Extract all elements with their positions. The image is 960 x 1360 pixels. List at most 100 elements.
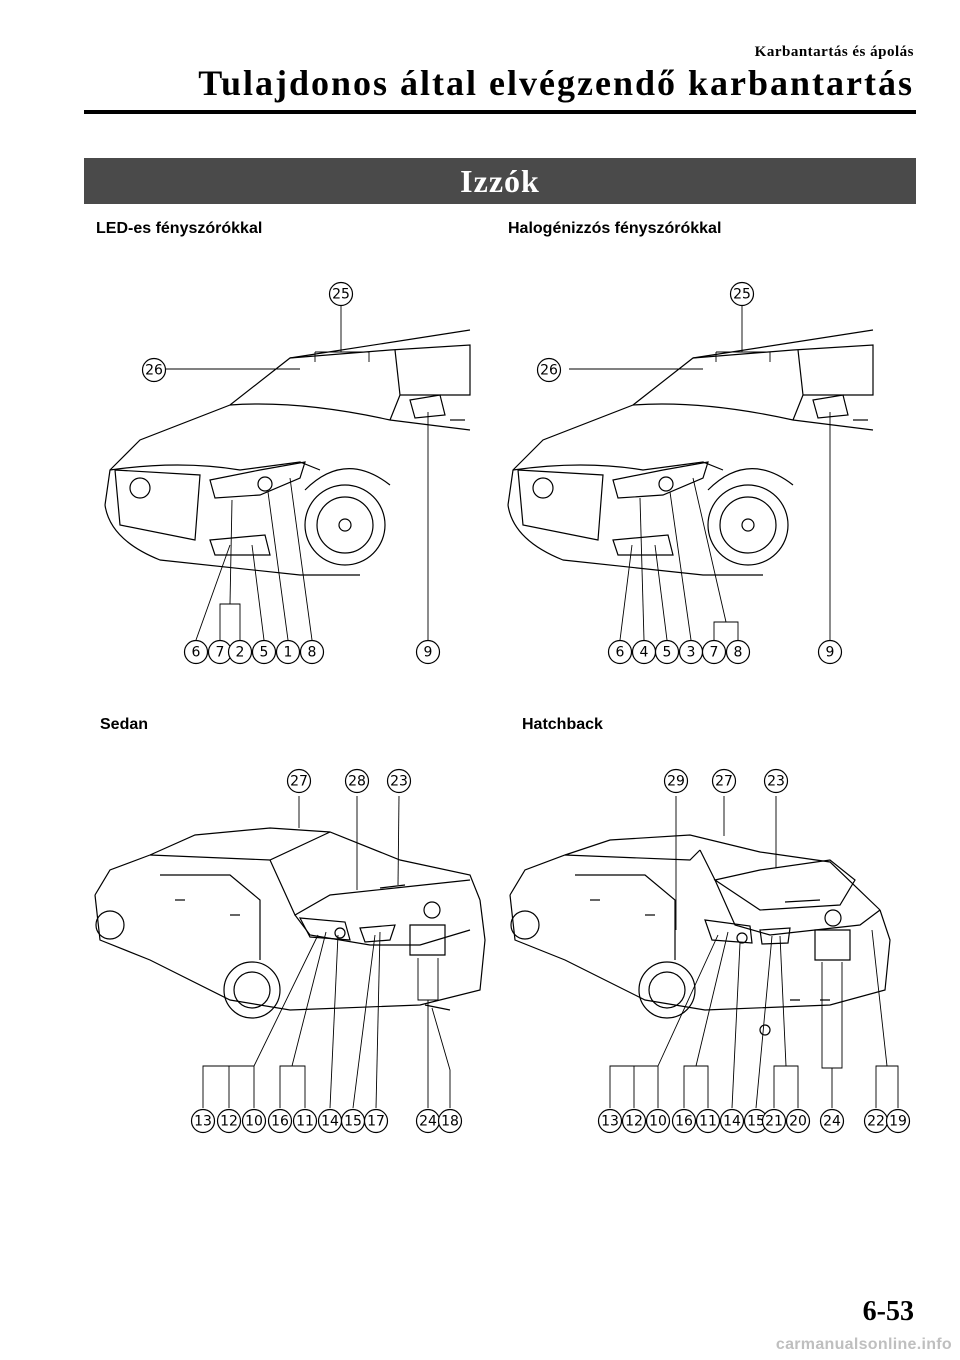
sedan-rear-car-illustration [94,827,486,1019]
svg-text:12: 12 [220,1114,238,1130]
caption-led: LED-es fényszórókkal [96,220,263,237]
svg-text:8: 8 [734,645,743,661]
svg-text:29: 29 [667,774,685,790]
svg-text:16: 16 [271,1114,289,1130]
svg-text:6: 6 [192,645,201,661]
callout-led-7: 1 [275,639,301,665]
callout-led-6: 5 [251,639,277,665]
callout-sedan-12: 24 [415,1108,441,1134]
svg-text:23: 23 [767,774,785,790]
page-title: Tulajdonos által elvégzendő karbantartás [198,63,914,103]
callout-led-2: 26 [141,357,167,383]
callout-hatchback-4: 13 [597,1108,623,1134]
hatchback-rear-car-illustration [509,834,891,1036]
callout-halogen-8: 8 [725,639,751,665]
svg-text:5: 5 [663,645,672,661]
callout-sedan-4: 13 [190,1108,216,1134]
callout-sedan-10: 15 [340,1108,366,1134]
callout-led-1: 25 [328,281,354,307]
callout-sedan-9: 14 [317,1108,343,1134]
callout-halogen-6: 3 [678,639,704,665]
callout-hatchback-5: 12 [621,1108,647,1134]
callout-hatchback-14: 22 [863,1108,889,1134]
caption-halogen: Halogénizzós fényszórókkal [508,220,722,237]
svg-text:4: 4 [640,645,649,661]
callout-hatchback-12: 20 [785,1108,811,1134]
svg-text:28: 28 [348,774,366,790]
svg-text:21: 21 [765,1114,783,1130]
callout-halogen-1: 25 [729,281,755,307]
svg-text:15: 15 [747,1114,765,1130]
callout-sedan-8: 11 [292,1108,318,1134]
page-number: 6-53 [862,1296,914,1327]
svg-text:8: 8 [308,645,317,661]
section-banner: Izzók [84,158,916,204]
callout-sedan-13: 18 [437,1108,463,1134]
svg-text:11: 11 [699,1114,717,1130]
callout-sedan-3: 23 [386,768,412,794]
callout-led-5: 2 [227,639,253,665]
svg-text:24: 24 [823,1114,841,1130]
callout-led-3: 6 [183,639,209,665]
svg-text:7: 7 [710,645,719,661]
callout-sedan-7: 16 [267,1108,293,1134]
svg-text:13: 13 [194,1114,212,1130]
callout-halogen-5: 5 [654,639,680,665]
callout-sedan-1: 27 [286,768,312,794]
svg-text:15: 15 [344,1114,362,1130]
svg-text:26: 26 [540,363,558,379]
banner-title: Izzók [460,162,540,199]
caption-sedan: Sedan [100,716,149,733]
svg-text:10: 10 [245,1114,263,1130]
callout-sedan-2: 28 [344,768,370,794]
led-front-car-illustration [104,329,471,576]
callout-led-9: 9 [415,639,441,665]
svg-text:14: 14 [723,1114,741,1130]
svg-text:25: 25 [733,287,751,303]
callout-sedan-6: 10 [241,1108,267,1134]
svg-text:7: 7 [216,645,225,661]
svg-text:17: 17 [367,1114,385,1130]
svg-text:9: 9 [826,645,835,661]
caption-hatchback: Hatchback [522,716,603,733]
callout-halogen-7: 7 [701,639,727,665]
svg-text:27: 27 [290,774,308,790]
callout-hatchback-6: 10 [645,1108,671,1134]
callout-hatchback-13: 24 [819,1108,845,1134]
callout-halogen-2: 26 [536,357,562,383]
svg-text:25: 25 [332,287,350,303]
callout-hatchback-9: 14 [719,1108,745,1134]
callout-sedan-5: 12 [216,1108,242,1134]
watermark: carmanualsonline.info [775,1336,952,1353]
svg-text:22: 22 [867,1114,885,1130]
callout-halogen-3: 6 [607,639,633,665]
svg-text:18: 18 [441,1114,459,1130]
header-rule [84,110,916,114]
svg-text:14: 14 [321,1114,339,1130]
callout-hatchback-3: 23 [763,768,789,794]
callout-halogen-4: 4 [631,639,657,665]
svg-text:19: 19 [889,1114,907,1130]
svg-text:3: 3 [687,645,696,661]
callout-led-8: 8 [299,639,325,665]
callout-hatchback-7: 16 [671,1108,697,1134]
leader-lines [166,306,899,1109]
callout-hatchback-15: 19 [885,1108,911,1134]
callout-hatchback-10: 15 [743,1108,769,1134]
svg-text:13: 13 [601,1114,619,1130]
section-name: Karbantartás és ápolás [754,44,914,60]
svg-text:10: 10 [649,1114,667,1130]
svg-text:5: 5 [260,645,269,661]
svg-text:12: 12 [625,1114,643,1130]
halogen-front-car-illustration [507,329,874,576]
callout-halogen-9: 9 [817,639,843,665]
callout-sedan-11: 17 [363,1108,389,1134]
svg-text:20: 20 [789,1114,807,1130]
svg-text:24: 24 [419,1114,437,1130]
svg-text:1: 1 [284,645,293,661]
svg-text:6: 6 [616,645,625,661]
callout-hatchback-8: 11 [695,1108,721,1134]
callout-hatchback-1: 29 [663,768,689,794]
